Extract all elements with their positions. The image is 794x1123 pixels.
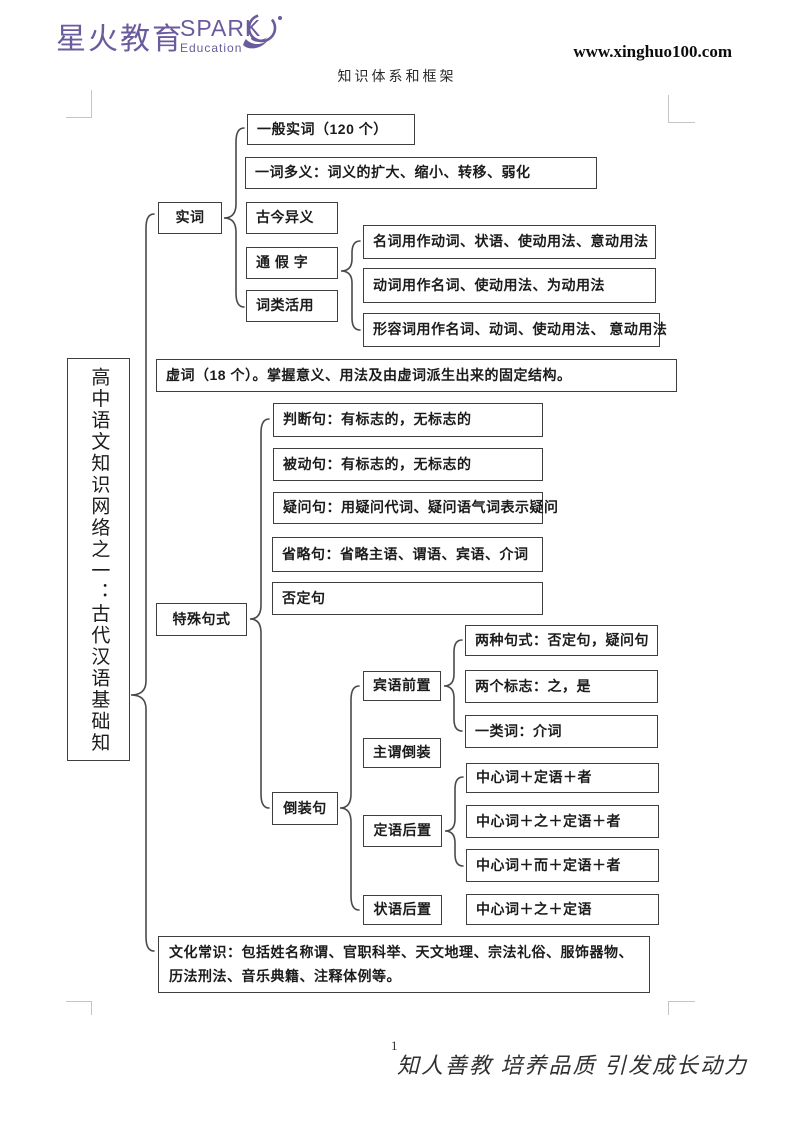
node-yiwenju: 疑问句：用疑问代词、疑问语气词表示疑问 [273,492,558,524]
node-wenhuachangshi: 文化常识：包括姓名称谓、官职科举、天文地理、宗法礼俗、服饰器物、历法刑法、音乐典… [158,936,650,993]
footer-slogan: 知人善教 培养品质 引发成长动力 [396,1053,748,1078]
crop-mark-top-right [668,95,695,123]
node-teshujushi: 特殊句式 [156,603,247,636]
node-zhongxinci-2: 中心词＋之＋定语＋者 [466,805,659,838]
node-yileici: 一类词：介词 [465,715,658,748]
page-number: 1 [391,1038,398,1053]
node-zhongxinci-4: 中心词＋之＋定语 [466,894,659,925]
node-dingyuhouzhi: 定语后置 [363,815,442,847]
node-foudingju: 否定句 [272,582,543,615]
node-binyuqianzhi: 宾语前置 [363,671,441,701]
spark-swirl-icon [236,6,286,63]
node-liangzhongjushi: 两种句式：否定句，疑问句 [465,625,658,656]
node-zhuangyuhouzhi: 状语后置 [363,895,442,925]
node-zhongxinci-3: 中心词＋而＋定语＋者 [466,849,659,882]
node-shengluaju: 省略句：省略主语、谓语、宾语、介词 [272,537,543,572]
spark-logo-sub: Education [180,41,243,55]
node-shici: 实词 [158,202,222,234]
node-beidongju: 被动句：有标志的，无标志的 [273,448,543,481]
page-heading: 知识体系和框架 [337,70,457,85]
node-xuci: 虚词（18 个）。掌握意义、用法及由虚词派生出来的固定结构。 [156,359,677,392]
node-daozhuangju: 倒装句 [272,792,338,825]
spark-logo-chinese: 星火教育 [56,23,184,56]
node-zhuweidaozhuang: 主谓倒装 [363,738,441,768]
crop-mark-top-left [66,90,92,118]
node-dongciyongfa: 动词用作名词、使动用法、为动用法 [363,268,656,303]
spark-logo-english: SPARK Education [180,15,262,55]
node-xingrongciyongfa: 形容词用作名词、动词、使动用法、 意动用法 [363,313,667,347]
website-url: www.xinghuo100.com [573,42,732,61]
node-gujinyiyi: 古今异义 [246,202,338,234]
node-mingciyongfa: 名词用作动词、状语、使动用法、意动用法 [363,225,656,259]
node-panduanju: 判断句：有标志的，无标志的 [273,403,543,437]
node-yibanshici: 一般实词（120 个） [247,114,415,145]
node-cileihuoyong: 词类活用 [246,290,338,322]
crop-mark-bottom-right [668,1001,695,1015]
node-tongjiazi: 通 假 字 [246,247,338,279]
node-yiciduoyi: 一词多义：词义的扩大、缩小、转移、弱化 [245,157,597,189]
spark-logo-brand: SPARK [180,15,262,41]
crop-mark-bottom-left [66,1001,92,1015]
node-lianggebiaozhi: 两个标志：之，是 [465,670,658,703]
node-zhongxinci-1: 中心词＋定语＋者 [466,763,659,793]
node-root-title: 高中语文知识网络之一：古代汉语基础知 [67,358,130,761]
